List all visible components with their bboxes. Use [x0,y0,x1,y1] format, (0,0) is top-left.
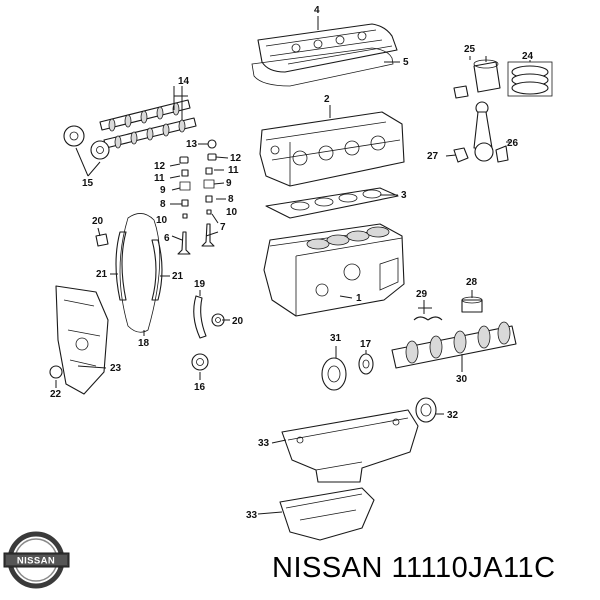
camshafts [99,99,197,149]
tensioner-slipper [193,295,207,339]
connecting-rod [473,101,509,163]
thrust-washers [413,316,443,321]
callout-6: 6 [164,233,170,244]
valve-cover-gasket [251,47,394,87]
callout-19: 19 [194,279,206,290]
callout-29: 29 [416,289,428,300]
callout-10-right: 10 [226,207,238,218]
callout-21-right: 21 [172,271,184,282]
brand-logo: NISSAN [3,531,70,589]
callout-24: 24 [522,51,534,62]
chain-tensioner-left [95,233,109,247]
rear-main-seal [415,397,437,423]
crank-pulley [321,357,347,391]
callout-12-right: 12 [230,153,242,164]
callout-16: 16 [194,382,206,393]
callout-10-left: 10 [156,215,168,226]
callout-31: 31 [330,333,342,344]
callout-17: 17 [360,339,372,350]
callout-4: 4 [314,5,320,16]
piston-rings [507,61,553,97]
timing-cover [55,285,109,395]
callout-33-lower: 33 [246,510,258,521]
callout-20-right: 20 [232,316,244,327]
crank-sprocket [191,353,209,371]
part-number-caption: NISSAN 11110JA11C [272,552,556,584]
crank-timing-gear [358,353,374,375]
crankshaft [391,321,517,369]
callout-9-right: 9 [226,178,232,189]
logo-text: NISSAN [17,556,55,567]
callout-27: 27 [427,151,439,162]
callout-20-left: 20 [92,216,104,227]
callout-14: 14 [178,76,190,87]
rod-nut [453,147,469,163]
callout-7: 7 [220,222,226,233]
callout-2: 2 [324,94,330,105]
piston [453,59,501,99]
callout-1: 1 [356,293,362,304]
callout-32: 32 [447,410,459,421]
callout-5: 5 [403,57,409,68]
callout-12-left: 12 [154,161,166,172]
callout-30: 30 [456,374,468,385]
callout-23: 23 [110,363,122,374]
crank-front-seal [49,365,63,379]
callout-8-right: 8 [228,194,234,205]
cylinder-head [259,111,405,187]
oil-pan-lower [279,487,375,541]
callout-13: 13 [186,139,198,150]
callout-11-right: 11 [228,165,239,176]
main-bearing [461,296,483,313]
callout-9-left: 9 [160,185,166,196]
callout-3: 3 [401,190,407,201]
head-gasket [265,187,399,219]
callout-18: 18 [138,338,150,349]
oil-pan-upper [281,409,419,483]
leader-lines [55,16,531,515]
callout-26: 26 [507,138,519,149]
callout-28: 28 [466,277,478,288]
cam-sprockets [63,125,110,160]
callout-11-left: 11 [154,173,165,184]
callout-15: 15 [82,178,94,189]
callout-21-left: 21 [96,269,108,280]
valvetrain-parts [177,139,217,255]
callout-8-left: 8 [160,199,166,210]
cylinder-block [263,223,405,317]
timing-chain-guides [115,213,163,333]
callout-25: 25 [464,44,476,55]
valve-cover [257,23,398,73]
callout-22: 22 [50,389,62,400]
callout-33-upper: 33 [258,438,270,449]
callout-labels: 4 5 2 3 1 6 7 8 8 9 9 10 10 11 11 12 12 … [50,5,534,521]
